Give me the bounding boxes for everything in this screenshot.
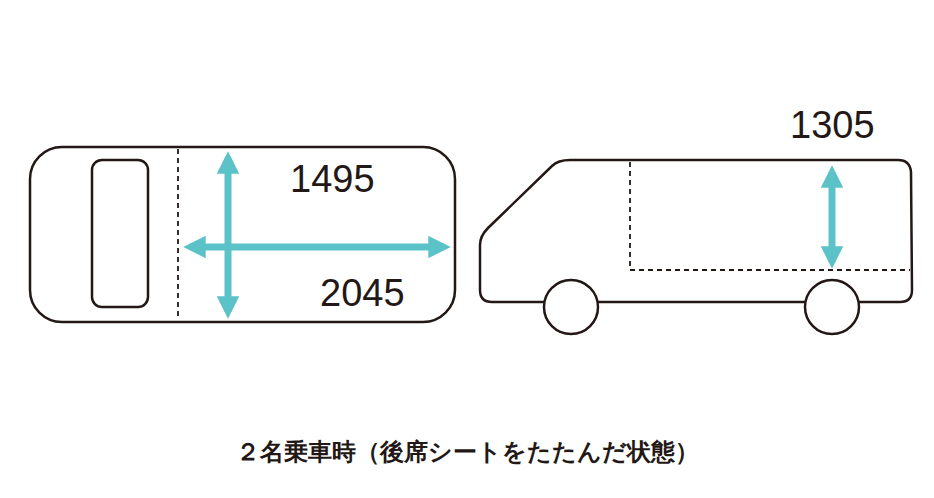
rear-wheel (805, 280, 859, 334)
side-view-body (480, 160, 912, 302)
front-wheel (544, 280, 598, 334)
cargo-floor (630, 269, 910, 271)
width-arrow (225, 158, 232, 312)
top-view-body (30, 147, 455, 322)
front-seat (92, 160, 148, 307)
height-arrow (829, 172, 836, 262)
cargo-boundary (177, 149, 179, 320)
cargo-boundary (629, 162, 631, 270)
length-arrow (190, 244, 444, 251)
height-dimension: 1305 (790, 106, 875, 144)
caption: ２名乗車時（後席シートをたたんだ状態） (236, 440, 699, 464)
length-dimension: 2045 (320, 274, 405, 312)
width-dimension: 1495 (290, 160, 375, 198)
